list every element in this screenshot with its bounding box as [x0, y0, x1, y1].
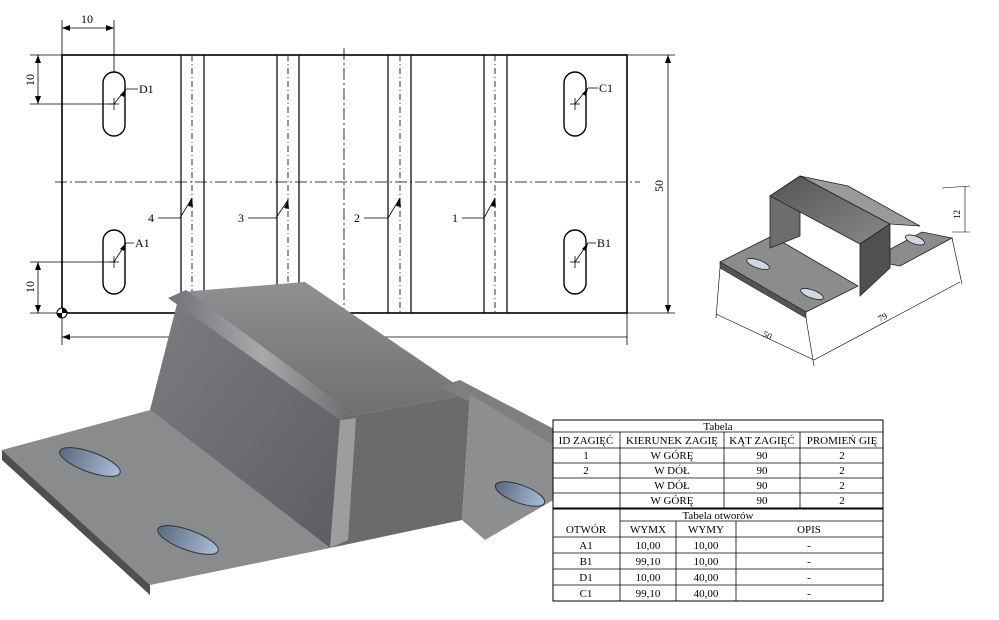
hole-cell: -: [807, 556, 811, 568]
hole-cell: -: [807, 588, 811, 600]
bend-cell: 2: [839, 450, 845, 462]
label-hole-a1: A1: [135, 236, 150, 250]
dim-left-bottom: 10: [23, 281, 37, 293]
hole-cell: A1: [579, 540, 592, 552]
iso-dim-length: 79: [876, 310, 889, 323]
hole-cell: -: [807, 572, 811, 584]
hole-cell: -: [807, 540, 811, 552]
bend-table: Tabela ID ZAGIĘĆ KIERUNEK ZAGIĘ KĄT ZAGI…: [552, 419, 884, 509]
label-hole-b1: B1: [597, 236, 611, 250]
bend-cell: 90: [757, 450, 769, 462]
bend-cell: 2: [839, 480, 845, 492]
bend-cell: 2: [583, 465, 589, 477]
hole-cell: 40,00: [694, 572, 719, 584]
hole-cell: 40,00: [694, 588, 719, 600]
render-3d: [2, 282, 608, 595]
hole-table-rows: A1 10,00 10,00 - B1 99,10 10,00 - D1 10,…: [579, 540, 811, 600]
dim-top-width: 10: [81, 12, 93, 26]
iso-dim-width: 50: [761, 329, 774, 342]
hole-col-desc: OPIS: [797, 524, 821, 536]
hole-table-title: Tabela otworów: [682, 510, 753, 522]
bend-cell: W DÓŁ: [654, 465, 690, 477]
hole-col-x: WYMX: [630, 524, 666, 536]
bend-table-title: Tabela: [703, 421, 732, 433]
bend-col-angle: KĄT ZAGIĘĆ: [729, 435, 794, 447]
slot-c1: [563, 71, 587, 137]
iso-dim-height: 12: [952, 210, 962, 219]
hole-cell: 99,10: [636, 556, 661, 568]
bend-cell: 90: [757, 465, 769, 477]
bend-cell: 2: [839, 495, 845, 507]
label-hole-d1: D1: [139, 82, 154, 96]
bend-cell: W GÓRĘ: [651, 495, 694, 507]
hole-cell: 10,00: [636, 572, 661, 584]
flat-pattern: [30, 20, 675, 345]
bend-cell: 90: [757, 495, 769, 507]
label-bend-3: 3: [238, 211, 244, 225]
label-bend-2: 2: [354, 211, 360, 225]
bend-col-id: ID ZAGIĘĆ: [559, 435, 614, 447]
slot-b1: [563, 229, 587, 295]
bend-cell: W GÓRĘ: [651, 450, 694, 462]
hole-col-name: OTWÓR: [566, 524, 607, 536]
hole-cell: C1: [580, 588, 593, 600]
iso-view: 50 79 12: [715, 175, 971, 367]
hole-col-y: WYMY: [688, 524, 724, 536]
hole-cell: 10,00: [694, 540, 719, 552]
hole-cell: 10,00: [636, 540, 661, 552]
bend-cell: 90: [757, 480, 769, 492]
hole-cell: 10,00: [694, 556, 719, 568]
label-bend-4: 4: [148, 211, 154, 225]
hole-cell: B1: [580, 556, 593, 568]
flat-pattern-labels: 10 10 10 50 D1 A1 C1 B1 4 3 2 1: [23, 12, 666, 293]
hole-table: Tabela otworów OTWÓR WYMX WYMY OPIS A1 1…: [552, 508, 884, 602]
bend-table-rows: 1 W GÓRĘ 90 2 2 W DÓŁ 90 2 W DÓŁ 90 2 W …: [583, 450, 845, 507]
label-bend-1: 1: [452, 211, 458, 225]
bend-cell: 1: [583, 450, 589, 462]
bend-cell: 2: [839, 465, 845, 477]
bend-col-direction: KIERUNEK ZAGIĘ: [626, 435, 718, 447]
dim-left-top: 10: [23, 74, 37, 86]
bend-col-radius: PROMIEŃ GIĘ: [807, 435, 878, 447]
bend-cell: W DÓŁ: [654, 480, 690, 492]
hole-cell: D1: [579, 572, 592, 584]
hole-cell: 99,10: [636, 588, 661, 600]
label-hole-c1: C1: [599, 81, 613, 95]
dim-right-height: 50: [652, 180, 666, 192]
